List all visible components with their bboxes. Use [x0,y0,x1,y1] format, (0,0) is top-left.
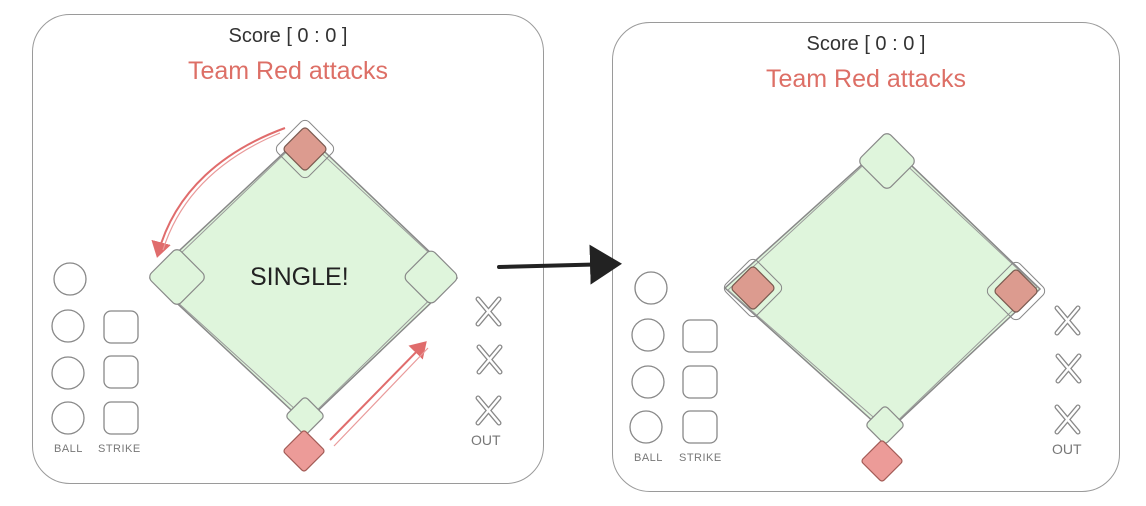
first-base-outline [986,261,1046,321]
home-plate[interactable] [865,405,905,445]
strike-indicator-3 [682,410,718,444]
runner-arrow-second-to-third-sketch [162,132,281,251]
batter-marker[interactable] [861,440,903,482]
strike-label: STRIKE [679,452,722,464]
ball-indicator-2 [631,318,665,352]
ball-indicator-4 [51,401,85,435]
runner-arrow-second-to-third [151,127,286,258]
score-text: Score [ 0 : 0 ] [806,33,926,55]
ball-indicator-1 [53,262,87,296]
out-label: OUT [471,432,501,448]
ball-indicator-3 [51,356,85,390]
play-result-text: SINGLE! [250,263,349,291]
batter-arrow-home-to-first-sketch [333,347,429,447]
out-icon-2-inner [477,345,502,374]
strike-label: STRIKE [98,443,141,455]
first-base[interactable] [403,249,460,306]
strike-indicator-1 [103,310,139,344]
ball-label: BALL [54,443,83,455]
second-base[interactable] [857,131,916,190]
out-icon-1-inner [476,297,501,326]
ball-indicator-2 [51,309,85,343]
out-label: OUT [1052,441,1082,457]
ball-label: BALL [634,452,663,464]
out-icon-2-inner [1056,354,1081,383]
attacking-team-text: Team Red attacks [765,65,967,93]
out-icon-3-inner [476,396,501,425]
first-base-occupied[interactable] [993,268,1038,313]
home-plate[interactable] [285,396,325,436]
out-icon-3-inner [1055,405,1080,434]
batter-arrow-home-to-first [329,341,427,441]
strike-indicator-1 [682,319,718,353]
second-base-outline [275,119,335,179]
third-base-occupied[interactable] [730,265,775,310]
batter-marker[interactable] [283,430,325,472]
third-base[interactable] [147,247,206,306]
ball-indicator-4 [629,410,663,444]
strike-indicator-2 [103,355,139,389]
ball-indicator-3 [631,365,665,399]
third-base-outline [723,258,783,318]
strike-indicator-3 [103,401,139,435]
transition-arrow [497,244,622,285]
second-base-occupied[interactable] [282,126,327,171]
strike-indicator-2 [682,365,718,399]
out-icon-1-inner [1055,306,1080,335]
attacking-team-text: Team Red attacks [187,57,389,85]
ball-indicator-1 [634,271,668,305]
score-text: Score [ 0 : 0 ] [228,25,348,47]
